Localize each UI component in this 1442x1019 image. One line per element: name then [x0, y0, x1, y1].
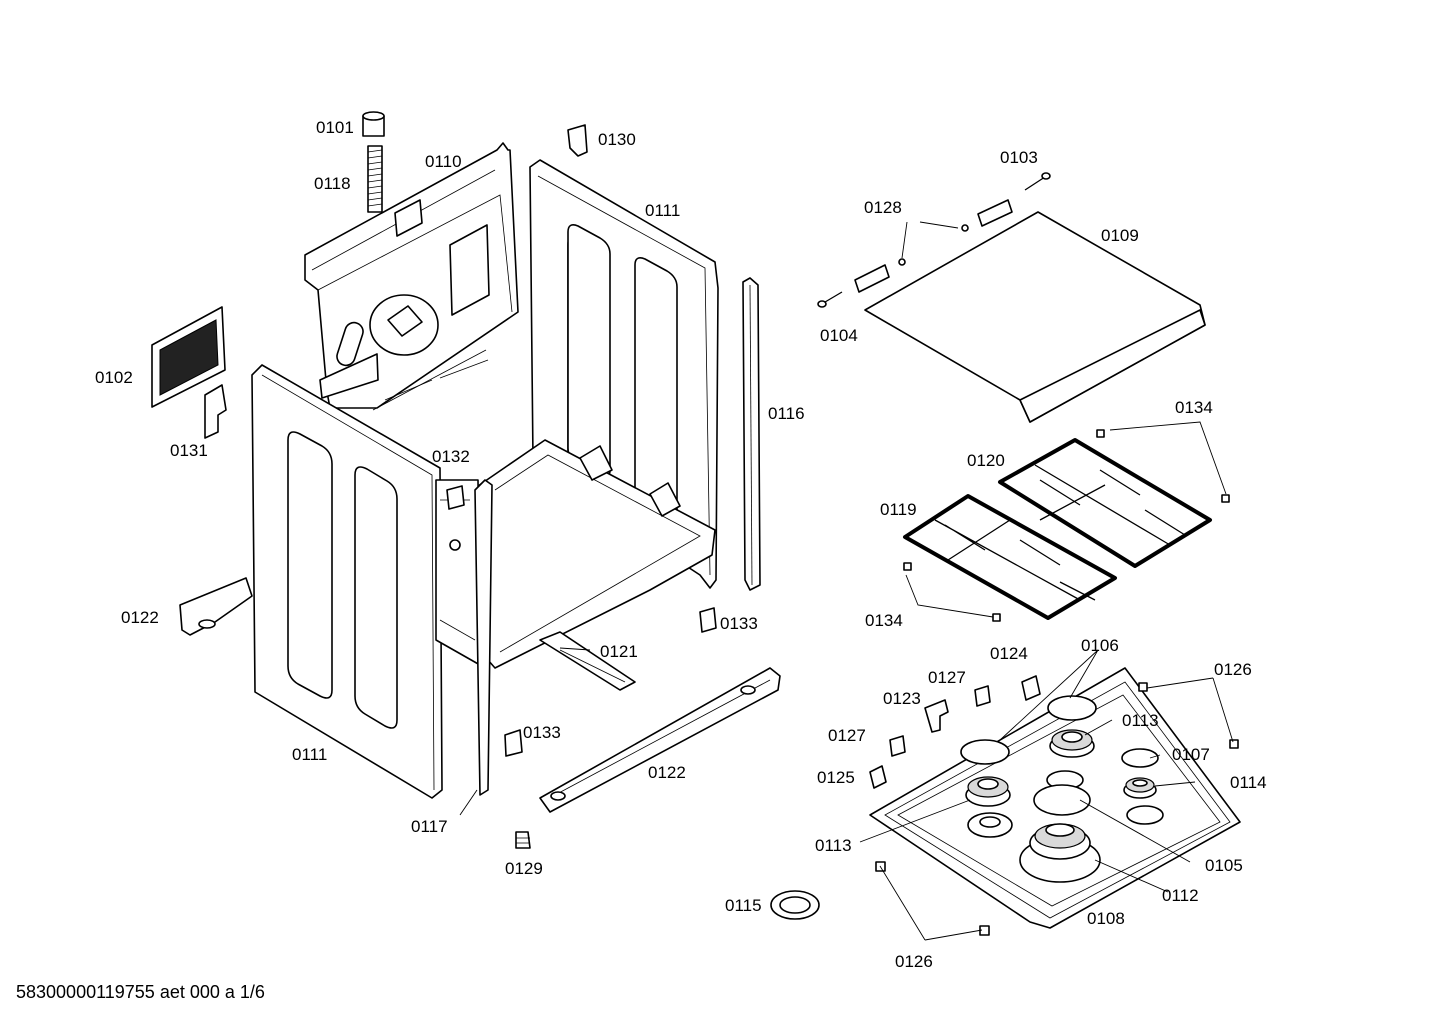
label-0106: 0106 [1081, 636, 1119, 655]
label-0105: 0105 [1205, 856, 1243, 875]
label-0113-right: 0113 [1122, 711, 1159, 730]
clip-0130 [567, 124, 588, 157]
clip-0132 [446, 485, 465, 510]
burner-0114-small [1123, 777, 1157, 799]
rail-0122-right [539, 667, 781, 813]
label-0127-top: 0127 [928, 668, 966, 687]
screw-0103 [1024, 172, 1051, 191]
pin-0128 [898, 224, 969, 266]
label-0131: 0131 [170, 441, 208, 460]
ring-0115 [770, 890, 820, 920]
pan-support-0120 [998, 438, 1212, 568]
knob-parts-0123-0127-0124-0125 [869, 675, 1041, 789]
label-0134-bottom: 0134 [865, 611, 903, 630]
foot-0133-b [504, 729, 523, 757]
burner-caps-0106-0105-0107 [960, 695, 1159, 816]
foot-0133-a [699, 607, 717, 633]
label-0108: 0108 [1087, 909, 1125, 928]
label-0126-top: 0126 [1214, 660, 1252, 679]
label-0125: 0125 [817, 768, 855, 787]
nut-0129 [515, 831, 531, 849]
vent-grille-0102 [151, 306, 226, 408]
bracket-0131 [204, 384, 227, 439]
rail-0122-left [179, 577, 253, 636]
cap-0101 [362, 111, 385, 137]
rubber-feet-0134 [903, 429, 1230, 622]
label-0122-right: 0122 [648, 763, 686, 782]
label-0117: 0117 [411, 817, 448, 836]
label-0119: 0119 [880, 500, 917, 519]
label-0107: 0107 [1172, 745, 1210, 764]
label-0116: 0116 [768, 404, 805, 423]
left-side-panel-0111 [251, 364, 443, 799]
burner-0113-small [967, 812, 1013, 838]
inner-frame [435, 479, 481, 666]
cover-lid-0109 [864, 211, 1206, 423]
hinge-0103 [977, 199, 1013, 227]
label-0132: 0132 [432, 447, 470, 466]
front-strip-0117 [474, 479, 493, 796]
label-0122-left: 0122 [121, 608, 159, 627]
label-0124: 0124 [990, 644, 1028, 663]
label-0114: 0114 [1230, 773, 1267, 792]
part-labels: 0101 0110 0118 0130 0111 0102 0131 0132 … [95, 118, 1267, 971]
label-0120: 0120 [967, 451, 1005, 470]
burner-0113-rear [1049, 729, 1095, 758]
label-0102: 0102 [95, 368, 133, 387]
burner-0113-mid [965, 776, 1011, 807]
back-panel-0110 [304, 142, 519, 411]
label-0112: 0112 [1162, 886, 1199, 905]
label-0103: 0103 [1000, 148, 1038, 167]
burner-0112-large [1019, 823, 1101, 883]
label-0129: 0129 [505, 859, 543, 878]
label-0121: 0121 [600, 642, 638, 661]
drawing-code-footer: 58300000119755 aet 000 a 1/6 [16, 982, 265, 1002]
leader-lines [459, 221, 1234, 941]
label-0111-right: 0111 [645, 201, 680, 220]
right-strip-0116 [742, 277, 761, 591]
label-0118: 0118 [314, 174, 351, 193]
screw-0104 [817, 291, 843, 308]
burner-base-openings [1046, 770, 1164, 825]
hose-0118 [367, 145, 383, 213]
label-0127-left: 0127 [828, 726, 866, 745]
label-0133-left: 0133 [523, 723, 561, 742]
label-0130: 0130 [598, 130, 636, 149]
label-0115: 0115 [725, 896, 762, 915]
label-0101: 0101 [316, 118, 354, 137]
pan-support-0119 [903, 494, 1117, 620]
label-0133-right: 0133 [720, 614, 758, 633]
label-0104: 0104 [820, 326, 858, 345]
label-0126-bottom: 0126 [895, 952, 933, 971]
label-0113-left: 0113 [815, 836, 852, 855]
bottom-tray-0121 [477, 439, 716, 691]
label-0128: 0128 [864, 198, 902, 217]
label-0123: 0123 [883, 689, 921, 708]
hinge-0104 [854, 264, 890, 293]
label-0110: 0110 [425, 152, 462, 171]
label-0111-left: 0111 [292, 745, 327, 764]
label-0134-top: 0134 [1175, 398, 1213, 417]
label-0109: 0109 [1101, 226, 1139, 245]
